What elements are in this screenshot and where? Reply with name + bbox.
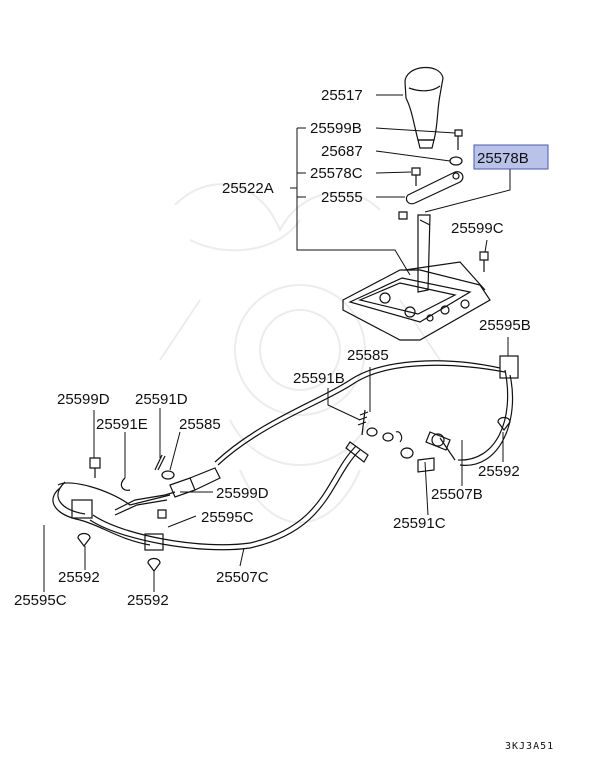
- label-25595c-mid[interactable]: 25595C: [201, 509, 254, 526]
- bolt-under-lever: [398, 211, 408, 220]
- bolt-25578c: [411, 167, 421, 186]
- leader-lines: [43, 94, 511, 592]
- label-25578c[interactable]: 25578C: [310, 165, 363, 182]
- cable-25507c: [52, 441, 369, 551]
- cable-end-left: [114, 467, 221, 516]
- label-25578b[interactable]: 25578B: [477, 150, 529, 167]
- label-25555[interactable]: 25555: [321, 189, 363, 206]
- bolt-25599c: [479, 251, 489, 272]
- label-25599b[interactable]: 25599B: [310, 120, 362, 137]
- label-25517[interactable]: 25517: [321, 87, 363, 104]
- label-25592-right[interactable]: 25592: [478, 463, 520, 480]
- label-25599d-mid[interactable]: 25599D: [216, 485, 269, 502]
- label-25507c[interactable]: 25507C: [216, 569, 269, 586]
- label-25591c[interactable]: 25591C: [393, 515, 446, 532]
- label-25507b[interactable]: 25507B: [431, 486, 483, 503]
- shift-lever-housing: [342, 214, 491, 341]
- label-25591d[interactable]: 25591D: [135, 391, 188, 408]
- label-25595c-left[interactable]: 25595C: [14, 592, 67, 609]
- small-parts-left: [77, 416, 511, 572]
- label-25687[interactable]: 25687: [321, 143, 363, 160]
- diagram-code: 3KJ3A51: [505, 741, 554, 752]
- label-25595b[interactable]: 25595B: [479, 317, 531, 334]
- watermark-emblem: [159, 183, 441, 524]
- shift-knob: [404, 66, 444, 149]
- cable-25507b: [214, 355, 519, 466]
- label-25592-left[interactable]: 25592: [58, 569, 100, 586]
- label-25591e[interactable]: 25591E: [96, 416, 148, 433]
- small-parts-mid: [357, 409, 435, 473]
- highlight-box-25578b: [473, 144, 549, 170]
- lever-25555: [405, 171, 464, 205]
- bolt-25599b: [454, 129, 463, 150]
- label-25591b[interactable]: 25591B: [293, 370, 345, 387]
- label-25599c[interactable]: 25599C: [451, 220, 504, 237]
- label-25599d-left[interactable]: 25599D: [57, 391, 110, 408]
- label-25585-mid[interactable]: 25585: [347, 347, 389, 364]
- label-25592-bottom[interactable]: 25592: [127, 592, 169, 609]
- nut-25687: [449, 156, 463, 166]
- label-25522a[interactable]: 25522A: [222, 180, 274, 197]
- label-25585-left[interactable]: 25585: [179, 416, 221, 433]
